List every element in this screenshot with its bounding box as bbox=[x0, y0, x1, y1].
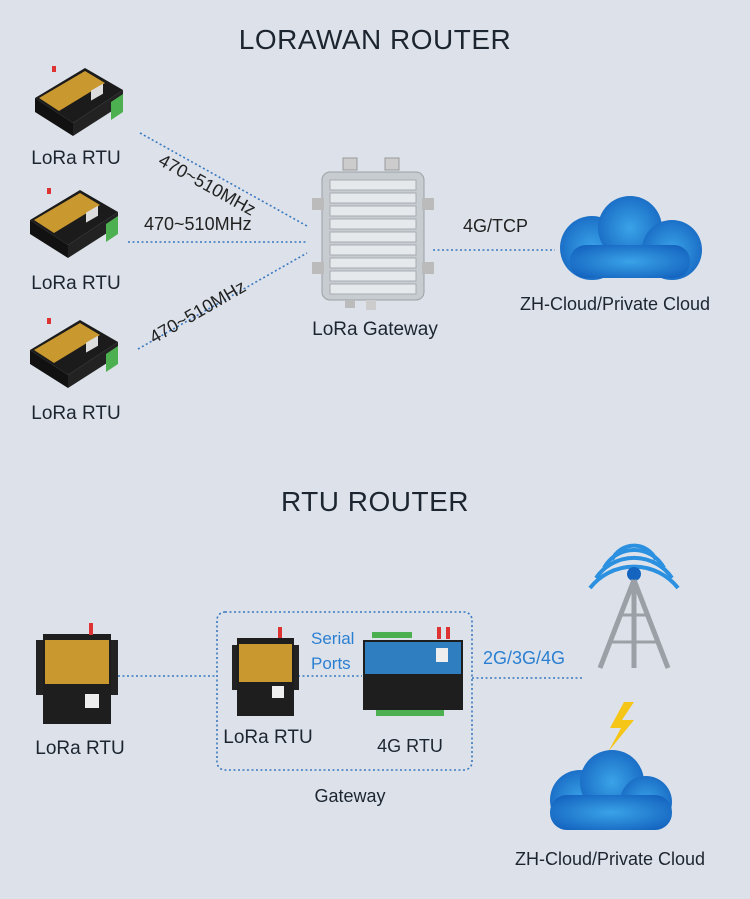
lora-gateway-device bbox=[312, 157, 434, 310]
lora-rtu-label: LoRa RTU bbox=[35, 738, 125, 759]
4g-rtu-device bbox=[363, 627, 463, 716]
lora-rtu-label: LoRa RTU bbox=[31, 148, 121, 169]
lora-rtu-device-3 bbox=[30, 318, 118, 388]
4g-rtu-label: 4G RTU bbox=[377, 736, 443, 756]
cloud-label: ZH-Cloud/Private Cloud bbox=[519, 294, 711, 314]
rf-link-3 bbox=[137, 252, 308, 350]
lorawan-router-title: LORAWAN ROUTER bbox=[238, 24, 512, 55]
cloud-label: ZH-Cloud/Private Cloud bbox=[514, 849, 706, 869]
gateway-lora-rtu-device bbox=[232, 627, 299, 716]
lora-rtu-label: LoRa RTU bbox=[31, 403, 121, 424]
4g-tcp-label: 4G/TCP bbox=[463, 216, 529, 236]
remote-lora-rtu-device bbox=[36, 623, 118, 724]
rtu-router-title: RTU ROUTER bbox=[280, 486, 470, 517]
lora-rtu-device-2 bbox=[30, 188, 118, 258]
cell-tower-icon bbox=[588, 543, 680, 669]
lora-gateway-label: LoRa Gateway bbox=[312, 319, 438, 340]
lora-rtu-label: LoRa RTU bbox=[31, 273, 121, 294]
cloud-icon bbox=[560, 196, 702, 280]
lora-rtu-label: LoRa RTU bbox=[223, 727, 313, 748]
serial-ports-label-line2: Ports bbox=[311, 654, 351, 673]
rf-link-1 bbox=[139, 132, 308, 227]
gateway-group-label: Gateway bbox=[314, 786, 386, 806]
cloud-icon bbox=[550, 750, 672, 830]
network-label: 2G/3G/4G bbox=[483, 648, 566, 668]
lightning-icon bbox=[608, 702, 634, 752]
lora-rtu-device-1 bbox=[35, 66, 123, 136]
serial-ports-label-line1: Serial bbox=[311, 629, 355, 648]
frequency-label: 470~510MHz bbox=[144, 214, 252, 234]
